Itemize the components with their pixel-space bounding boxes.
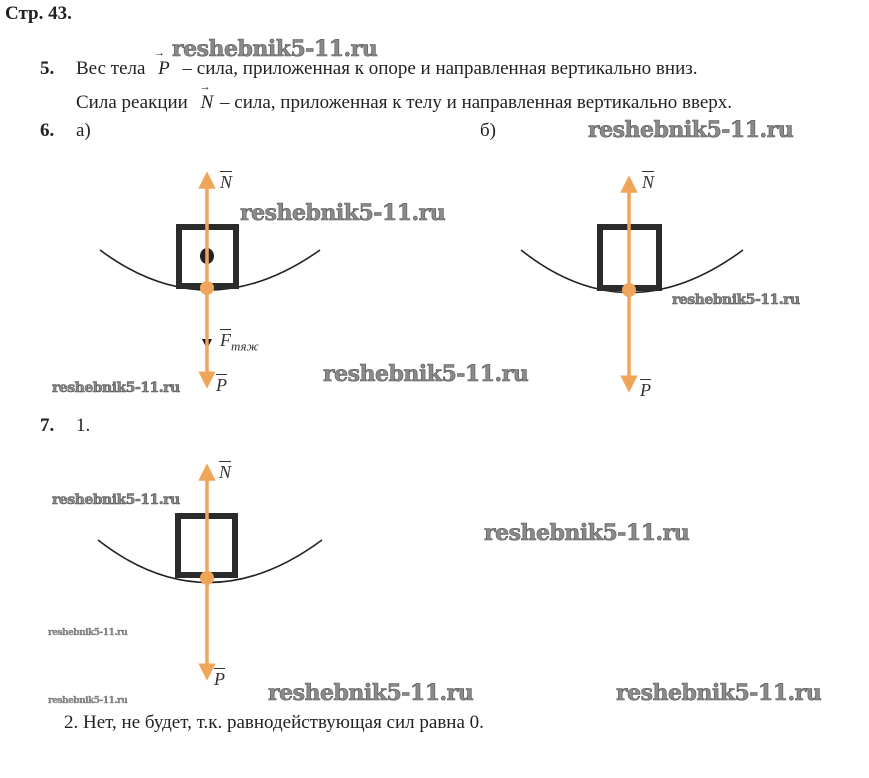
diagram-6b <box>520 175 744 393</box>
task6-number: 6. <box>40 120 55 141</box>
task5-line1: Вес тела →P – сила, приложенная к опоре … <box>76 47 698 80</box>
task6-part-a: а) <box>76 120 91 141</box>
watermark: reshebnik5-11.ru <box>172 36 378 63</box>
task5-number: 5. <box>40 58 55 79</box>
watermark: reshebnik5-11.ru <box>268 680 474 707</box>
vector-arrow-icon: → <box>154 47 166 59</box>
label-n-text: N <box>642 172 655 192</box>
vector-n: →N <box>200 81 214 114</box>
label-p-text: P <box>214 669 225 689</box>
page-header: Стр. 43. <box>5 3 72 24</box>
task7-number: 7. <box>40 415 55 436</box>
label-f-text: F <box>220 330 231 350</box>
vector-n-letter: N <box>200 92 214 113</box>
task7-item2: 2. Нет, не будет, т.к. равнодействующая … <box>64 712 484 733</box>
vector-p-letter: P <box>158 58 170 79</box>
task5-line2-before: Сила реакции <box>76 92 188 113</box>
label-ftyazh-6a: Fтяж <box>220 330 259 355</box>
label-p-text: P <box>640 380 651 400</box>
vector-p: →P <box>154 47 170 80</box>
label-p-7: P <box>214 669 225 690</box>
watermark: reshebnik5-11.ru <box>588 117 794 144</box>
task5-line2: Сила реакции →N – сила, приложенная к те… <box>76 81 733 114</box>
contact-point <box>200 571 214 585</box>
task5-line2-after: – сила, приложенная к телу и направленна… <box>220 92 733 113</box>
label-n-6a: N <box>220 172 232 193</box>
watermark: reshebnik5-11.ru <box>323 361 529 388</box>
diagram-7 <box>97 463 323 681</box>
contact-point <box>200 281 214 295</box>
label-p-6a: P <box>216 375 227 396</box>
task6-part-b: б) <box>480 120 496 141</box>
label-n-6b: N <box>642 172 654 193</box>
watermark: reshebnik5-11.ru <box>240 200 446 227</box>
task7-item1: 1. <box>76 415 91 436</box>
watermark: reshebnik5-11.ru <box>52 492 181 509</box>
watermark: reshebnik5-11.ru <box>48 628 128 638</box>
label-n-7: N <box>219 462 231 483</box>
vector-arrow-icon: → <box>199 81 211 93</box>
watermark: reshebnik5-11.ru <box>616 680 822 707</box>
watermark: reshebnik5-11.ru <box>52 380 181 397</box>
label-p-6b: P <box>640 380 651 401</box>
label-n-text: N <box>219 462 232 482</box>
contact-point <box>622 283 636 297</box>
watermark: reshebnik5-11.ru <box>672 292 801 309</box>
task5-line1-before: Вес тела <box>76 58 146 79</box>
label-p-text: P <box>216 375 227 395</box>
watermark: reshebnik5-11.ru <box>484 520 690 547</box>
label-n-text: N <box>220 172 233 192</box>
task5-line1-after: – сила, приложенная к опоре и направленн… <box>182 58 698 79</box>
diagram-6a <box>99 171 321 389</box>
label-f-subscript: тяж <box>231 338 259 354</box>
watermark: reshebnik5-11.ru <box>48 696 128 706</box>
